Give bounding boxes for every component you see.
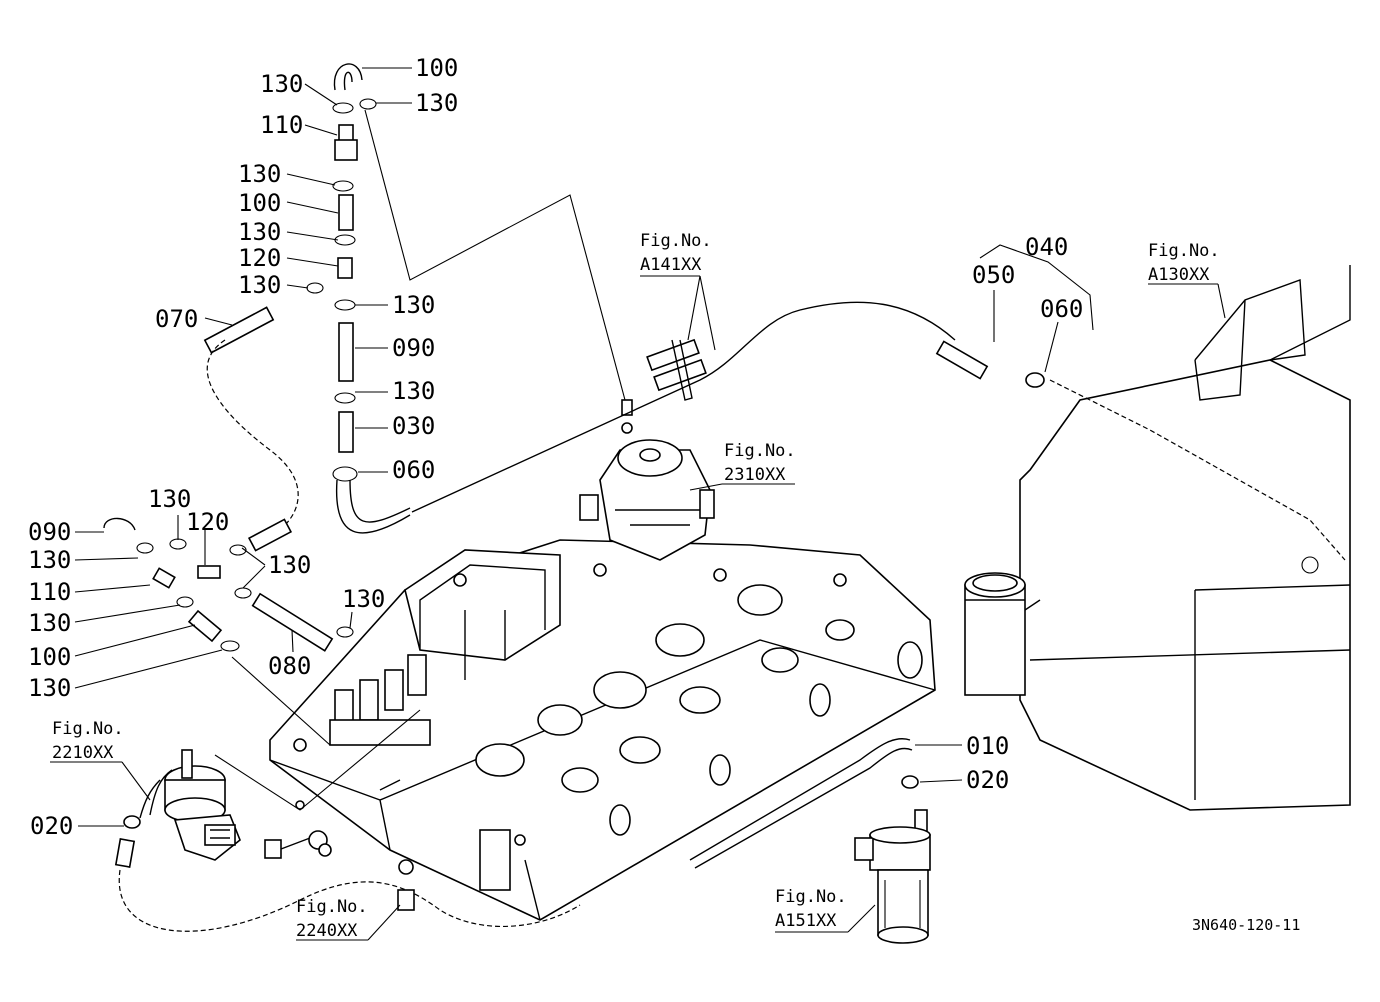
fig-a130-title: Fig.No. [1148,241,1220,261]
fig-2240-code: 2240XX [296,921,358,941]
fuel-lines [103,63,989,932]
label-130-f: 130 [392,291,435,319]
figure-references: Fig.No. A141XX Fig.No. A130XX Fig.No. 23… [52,231,1220,941]
label-130-k: 130 [28,609,71,637]
label-130-m: 130 [28,674,71,702]
label-100-mid: 100 [238,189,281,217]
fig-a130-code: A130XX [1148,265,1210,285]
leader-lines [50,67,1226,941]
fig-a141-title: Fig.No. [640,231,712,251]
part-labels: 100 130 130 110 130 100 130 120 130 130 … [28,54,1083,840]
label-120-top: 120 [238,244,281,272]
label-130-h: 130 [148,485,191,513]
label-130-a: 130 [260,70,303,98]
label-130-e: 130 [238,271,281,299]
label-110-top: 110 [260,111,303,139]
label-130-d: 130 [238,218,281,246]
label-090-top: 090 [392,334,435,362]
clamp-group [123,98,1045,829]
label-060-mid: 060 [392,456,435,484]
label-070: 070 [155,305,198,333]
label-020-left: 020 [30,812,73,840]
fig-a151-code: A151XX [775,911,837,931]
fig-2310-title: Fig.No. [724,441,796,461]
injection-pump-drawing [579,399,715,561]
cylinder-head-drawing [269,539,936,921]
label-010: 010 [966,732,1009,760]
label-040: 040 [1025,233,1068,261]
label-020-right: 020 [966,766,1009,794]
fig-2240-title: Fig.No. [296,897,368,917]
label-130-g: 130 [392,377,435,405]
label-060-right: 060 [1040,295,1083,323]
pipe-clamp-drawing [646,338,707,401]
label-050: 050 [972,261,1015,289]
label-120-left: 120 [186,508,229,536]
label-100-top: 100 [415,54,458,82]
feed-pump-drawing [114,749,241,868]
label-130-c: 130 [238,160,281,188]
label-110-left: 110 [28,578,71,606]
label-130-i: 130 [28,546,71,574]
label-130-l: 130 [342,585,385,613]
label-100-left: 100 [28,643,71,671]
fig-2210-title: Fig.No. [52,719,124,739]
fig-2310-code: 2310XX [724,465,786,485]
label-130-b: 130 [415,89,458,117]
fig-a151-title: Fig.No. [775,887,847,907]
label-080: 080 [268,652,311,680]
label-090-left: 090 [28,518,71,546]
fuel-filter-drawing [854,809,931,944]
fuel-tank-drawing [964,265,1351,811]
fig-a141-code: A141XX [640,255,702,275]
fig-2210-code: 2210XX [52,743,114,763]
label-030: 030 [392,412,435,440]
label-130-j: 130 [268,551,311,579]
injector-group [329,654,431,746]
drawing-code: 3N640-120-11 [1192,916,1300,934]
